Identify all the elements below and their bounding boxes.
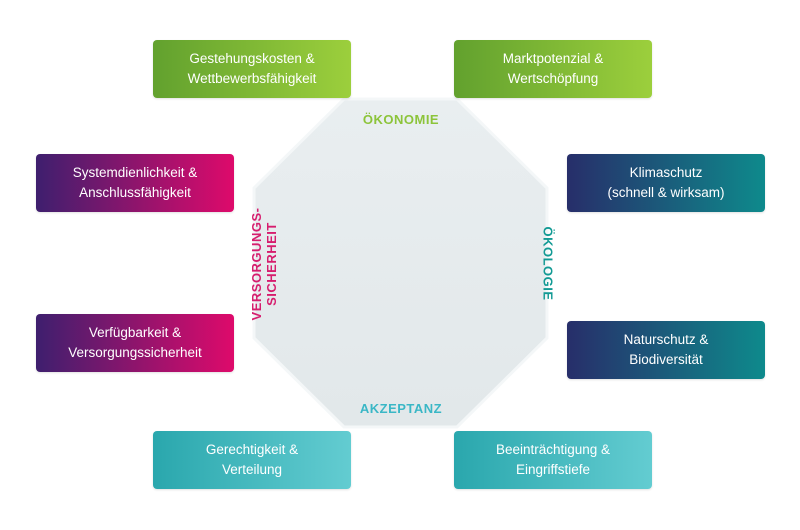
criterion-systemdienlichkeit-line2: Anschlussfähigkeit bbox=[79, 185, 191, 200]
criterion-gerechtigkeit-line1: Gerechtigkeit & bbox=[205, 442, 299, 457]
criterion-marktpotenzial-line2: Wertschöpfung bbox=[507, 71, 599, 86]
octagon-shape bbox=[252, 97, 549, 429]
pillar-label-versorgung-line2: SICHERHEIT bbox=[264, 222, 279, 306]
criterion-beeintraechtigung-line2: Eingriffstiefe bbox=[515, 462, 591, 477]
criterion-marktpotenzial: Marktpotenzial & Wertschöpfung bbox=[454, 40, 652, 98]
criterion-marktpotenzial-line1: Marktpotenzial & bbox=[502, 51, 604, 66]
pillar-label-versorgung-line1: VERSORGUNGS- bbox=[249, 207, 264, 321]
criterion-gestehungskosten-line1: Gestehungskosten & bbox=[189, 51, 315, 66]
pillar-label-versorgungssicherheit: VERSORGUNGS- SICHERHEIT bbox=[249, 199, 281, 329]
criterion-beeintraechtigung-line1: Beeinträchtigung & bbox=[495, 442, 611, 457]
criterion-klimaschutz-line2: (schnell & wirksam) bbox=[607, 185, 725, 200]
criterion-beeintraechtigung: Beeinträchtigung & Eingriffstiefe bbox=[454, 431, 652, 489]
criterion-systemdienlichkeit-line1: Systemdienlichkeit & bbox=[72, 165, 198, 180]
pillar-label-oekologie: ÖKOLOGIE bbox=[540, 226, 556, 301]
criterion-klimaschutz: Klimaschutz (schnell & wirksam) bbox=[567, 154, 765, 212]
criterion-naturschutz-line2: Biodiversität bbox=[629, 352, 703, 367]
criterion-gestehungskosten: Gestehungskosten & Wettbewerbsfähigkeit bbox=[153, 40, 351, 98]
criterion-verfuegbarkeit: Verfügbarkeit & Versorgungssicherheit bbox=[36, 314, 234, 372]
criterion-klimaschutz-line1: Klimaschutz bbox=[629, 165, 703, 180]
criterion-naturschutz-line1: Naturschutz & bbox=[623, 332, 709, 347]
pillar-label-akzeptanz: AKZEPTANZ bbox=[359, 401, 443, 416]
criterion-gerechtigkeit: Gerechtigkeit & Verteilung bbox=[153, 431, 351, 489]
pillar-label-oekonomie: ÖKONOMIE bbox=[362, 112, 440, 127]
criterion-gestehungskosten-line2: Wettbewerbsfähigkeit bbox=[187, 71, 317, 86]
criterion-verfuegbarkeit-line2: Versorgungssicherheit bbox=[68, 345, 202, 360]
criterion-verfuegbarkeit-line1: Verfügbarkeit & bbox=[88, 325, 182, 340]
criterion-naturschutz: Naturschutz & Biodiversität bbox=[567, 321, 765, 379]
criterion-systemdienlichkeit: Systemdienlichkeit & Anschlussfähigkeit bbox=[36, 154, 234, 212]
criterion-gerechtigkeit-line2: Verteilung bbox=[221, 462, 283, 477]
